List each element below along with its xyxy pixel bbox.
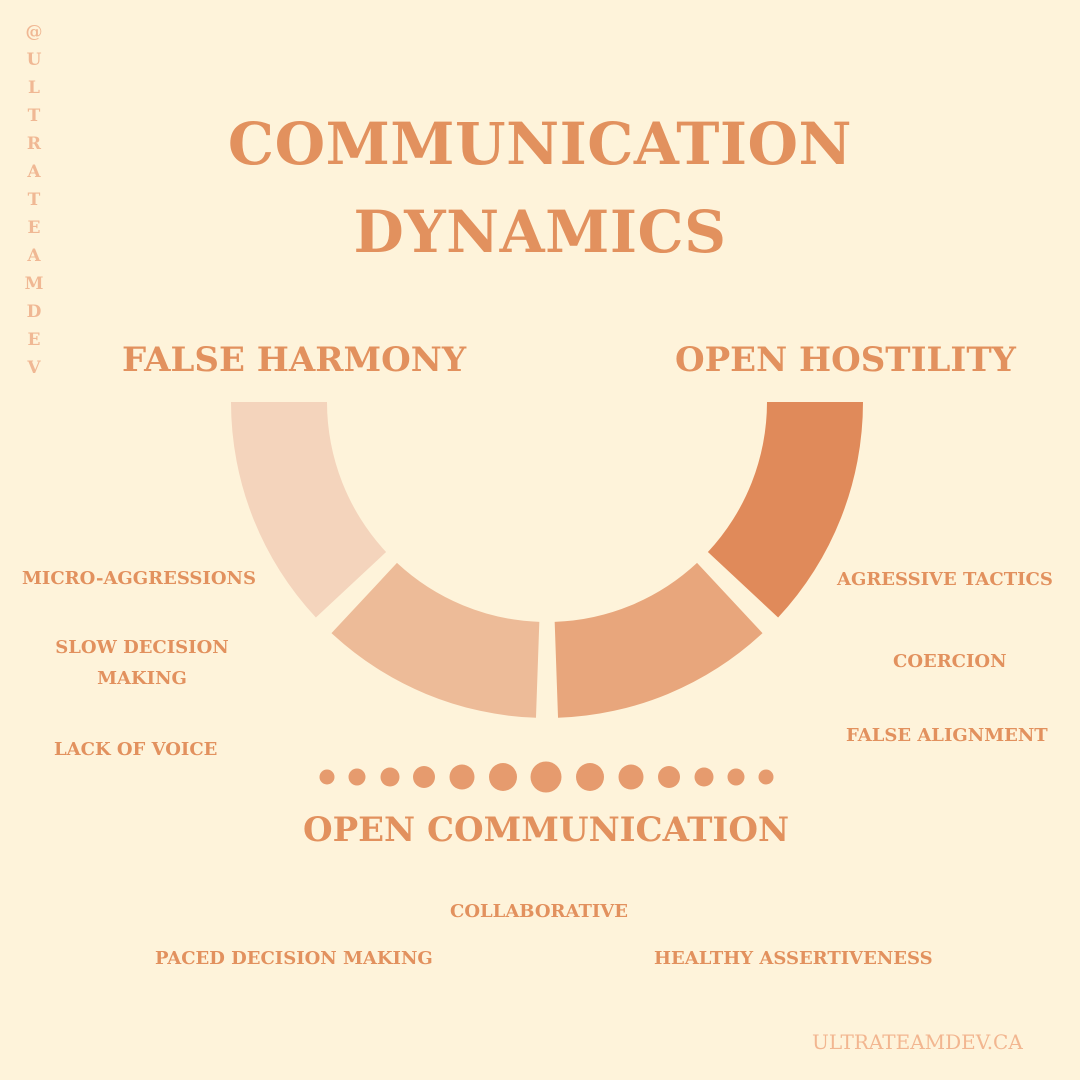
bottom-item-collaborative: COLLABORATIVE — [450, 901, 628, 922]
scale-dot — [348, 768, 366, 786]
scale-dot — [658, 766, 680, 788]
handle-letter: U — [26, 50, 42, 70]
arc-segment-open-hostility — [707, 402, 863, 618]
bottom-item-healthy-assertiveness: HEALTHY ASSERTIVENESS — [654, 948, 933, 969]
scale-dot — [449, 764, 475, 790]
handle-letter: M — [24, 274, 44, 294]
footer-website: ULTRATEAMDEV.CA — [812, 1030, 1023, 1054]
scale-dot — [489, 763, 517, 791]
handle-letter: R — [26, 134, 42, 154]
handle-letter: @ — [25, 22, 43, 42]
scale-dot — [758, 769, 774, 785]
scale-dot — [380, 767, 400, 787]
handle-letter: L — [28, 78, 40, 98]
handle-letter: E — [27, 330, 41, 350]
right-item-coercion: COERCION — [893, 651, 1007, 672]
bottom-item-paced-decision-making: PACED DECISION MAKING — [155, 948, 433, 969]
left-item-slow-decision-making: SLOW DECISION MAKING — [48, 632, 236, 694]
category-open-communication: OPEN COMMUNICATION — [302, 810, 790, 850]
handle-letter: A — [27, 246, 41, 266]
title-line-2: DYNAMICS — [353, 198, 727, 266]
handle-letter: T — [27, 190, 41, 210]
left-item-line: MAKING — [97, 668, 187, 689]
scale-dot — [530, 761, 562, 793]
half-ring — [231, 402, 863, 718]
arc-segment-3 — [554, 562, 763, 718]
right-item-agressive-tactics: AGRESSIVE TACTICS — [837, 569, 1053, 590]
scale-dot — [618, 764, 644, 790]
scale-dot — [576, 763, 604, 791]
scale-dot — [694, 767, 714, 787]
arc-segment-false-harmony — [231, 402, 387, 618]
category-open-hostility: OPEN HOSTILITY — [675, 340, 1016, 380]
handle-letter: D — [26, 302, 42, 322]
scale-dot — [727, 768, 745, 786]
dot-scale — [319, 761, 774, 793]
right-item-false-alignment: FALSE ALIGNMENT — [846, 725, 1048, 746]
scale-dot — [319, 769, 335, 785]
left-item-lack-of-voice: LACK OF VOICE — [54, 739, 218, 760]
title-line-1: COMMUNICATION — [227, 110, 853, 178]
left-item-micro-aggressions: MICRO-AGGRESSIONS — [22, 568, 256, 589]
handle-letter: T — [27, 106, 41, 126]
left-item-line: SLOW DECISION — [55, 637, 229, 658]
arc-segment-2 — [331, 562, 540, 718]
scale-dot — [413, 766, 435, 788]
handle-letter: V — [27, 358, 41, 378]
handle-letter: A — [27, 162, 41, 182]
category-false-harmony: FALSE HARMONY — [122, 340, 467, 380]
handle-letter: E — [27, 218, 41, 238]
